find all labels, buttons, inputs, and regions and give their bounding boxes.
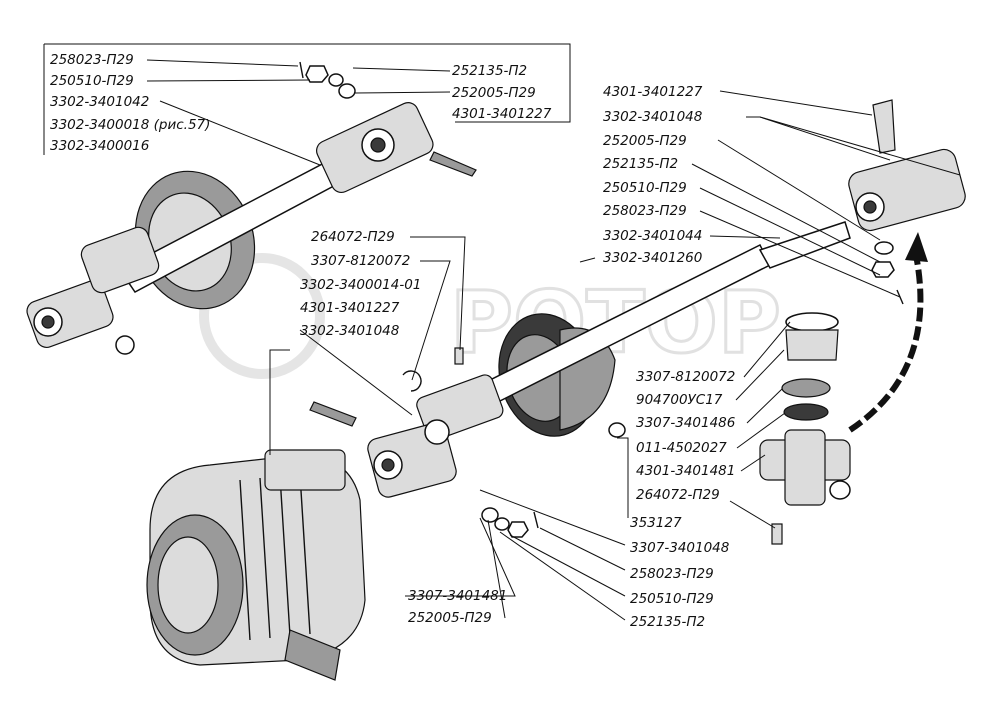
middle-shaft-assembly (367, 221, 851, 538)
part-labels: 258023-П29 250510-П29 3302-3401042 3302-… (50, 52, 735, 630)
label-3307-3401481: 3307-3401481 (408, 588, 507, 604)
grease-fitting-middle (454, 347, 464, 365)
label-3302-3401048-mid: 3302-3401048 (300, 323, 399, 339)
middle-bearing-cap (424, 419, 450, 445)
label-250510-right: 250510-П29 (603, 180, 687, 196)
label-264072-right: 264072-П29 (636, 487, 720, 503)
right-side-parts (759, 99, 966, 545)
castle-nut-top (305, 65, 329, 83)
right-castle-nut (871, 261, 895, 278)
watermark-ring (199, 253, 325, 379)
housing-fins (239, 474, 311, 641)
cross-bearing-cap (829, 480, 851, 500)
steering-gear-housing (146, 401, 366, 681)
castle-nut-lower (507, 521, 529, 538)
label-904700: 904700УС17 (636, 392, 723, 408)
left-cross-block (80, 226, 160, 294)
label-250510-top: 250510-П29 (50, 73, 134, 89)
cotter-pin-top (299, 61, 304, 79)
right-yoke-hole (863, 200, 877, 214)
bearing-3401486 (783, 403, 829, 421)
label-3307-3401048: 3307-3401048 (630, 540, 729, 556)
snap-ring (402, 370, 422, 392)
label-353127: 353127 (630, 515, 682, 531)
label-3307-8120072-right: 3307-8120072 (636, 369, 735, 385)
upper-shaft-assembly (26, 61, 477, 355)
label-3302-3401044: 3302-3401044 (603, 228, 702, 244)
upper-pin-bolt (429, 151, 477, 177)
label-3302-3401042: 3302-3401042 (50, 94, 149, 110)
upper-yoke-hole (370, 137, 386, 153)
label-4301-3401227-right: 4301-3401227 (603, 84, 703, 100)
gear-housing-cover-inner (157, 536, 219, 634)
middle-yoke-hole (381, 458, 395, 472)
right-washer (874, 241, 894, 255)
label-250510-bottom: 250510-П29 (630, 591, 714, 607)
gear-input-flange (264, 449, 346, 491)
cross-spider-vertical (784, 429, 826, 506)
gear-output-spline (284, 629, 341, 681)
label-258023-right: 258023-П29 (603, 203, 687, 219)
plug-353127 (608, 422, 626, 438)
label-3302-3401260: 3302-3401260 (603, 250, 702, 266)
gasket-904700 (781, 378, 831, 398)
label-258023-top: 258023-П29 (50, 52, 134, 68)
seal-body (785, 329, 839, 361)
assembly-arrow-head (905, 232, 928, 262)
group-bracket (44, 43, 571, 123)
left-bearing-cap (115, 335, 135, 355)
label-3302-3400014-01: 3302-3400014-01 (300, 277, 421, 293)
washer-top (338, 83, 356, 99)
middle-pin-bolt (309, 401, 357, 427)
right-pin-bolt (872, 99, 896, 154)
label-4301-3401227-top: 4301-3401227 (452, 106, 552, 122)
lock-washer-top (328, 73, 344, 87)
label-011-4502027: 011-4502027 (636, 440, 727, 456)
label-3302-3400016: 3302-3400016 (50, 138, 149, 154)
seal-ring-8120072 (785, 312, 839, 332)
washer-lower (481, 507, 499, 523)
label-4301-3401227-mid: 4301-3401227 (300, 300, 400, 316)
label-252005-bottom: 252005-П29 (408, 610, 492, 626)
label-252135-bottom: 252135-П2 (630, 614, 705, 630)
label-252135-right: 252135-П2 (603, 156, 678, 172)
label-3302-3400018: 3302-3400018 (рис.57) (50, 117, 210, 133)
label-264072-mid: 264072-П29 (311, 229, 395, 245)
left-yoke-hole (41, 315, 55, 329)
label-252005-right: 252005-П29 (603, 133, 687, 149)
label-258023-bottom: 258023-П29 (630, 566, 714, 582)
grease-fitting-right (771, 523, 783, 545)
assembly-arrow (848, 249, 924, 433)
cotter-pin-lower (533, 511, 539, 529)
label-252135-top: 252135-П2 (452, 63, 527, 79)
label-4301-3401481: 4301-3401481 (636, 463, 735, 479)
label-3302-3401048-right: 3302-3401048 (603, 109, 702, 125)
watermark: РОТОР (199, 253, 782, 379)
label-252005-top: 252005-П29 (452, 85, 536, 101)
leader-lines (43, 43, 961, 621)
label-3307-8120072-mid: 3307-8120072 (311, 253, 410, 269)
label-3307-3401486: 3307-3401486 (636, 415, 735, 431)
middle-shaft-spline (758, 221, 851, 269)
lock-washer-lower (494, 517, 510, 531)
